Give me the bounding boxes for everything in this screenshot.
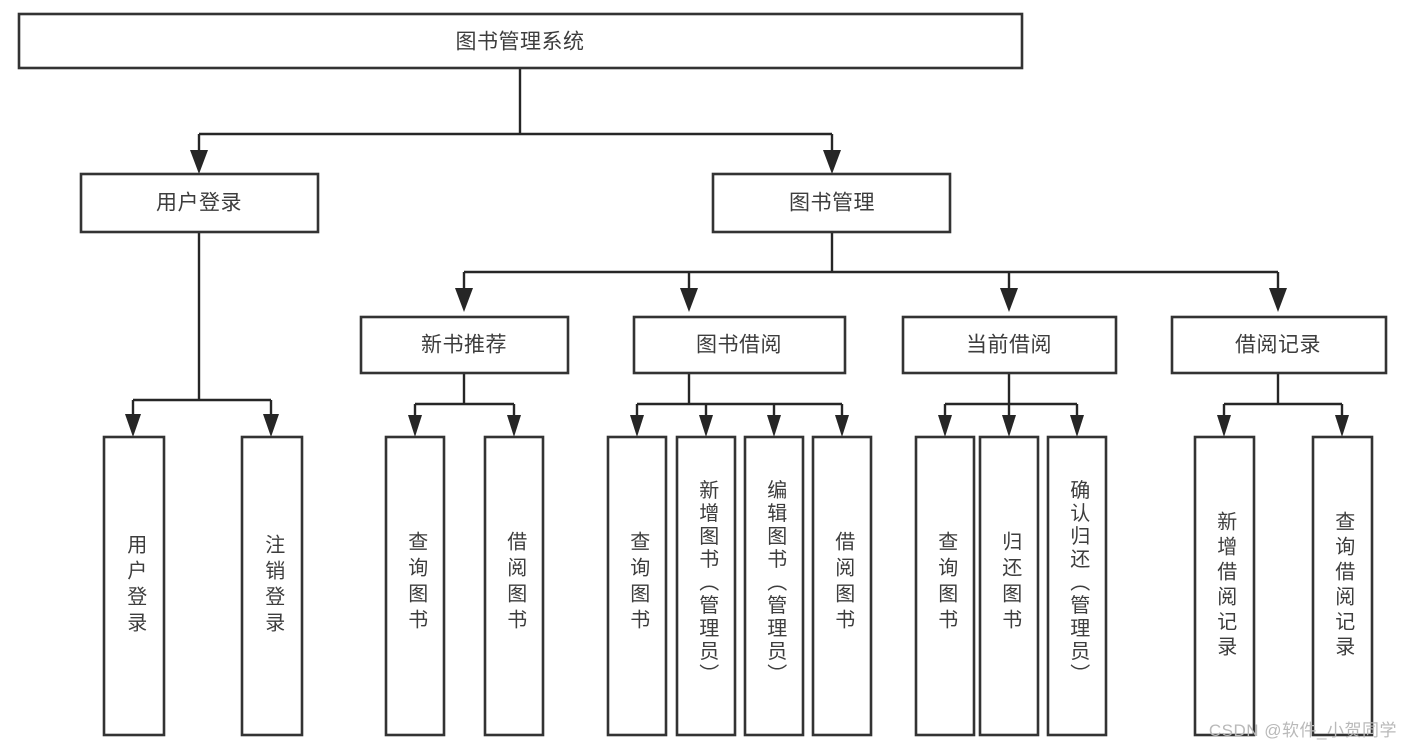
node-leaf-user-login-label: 用户登录 <box>124 534 147 638</box>
node-leaf-logout-box[interactable] <box>240 435 304 737</box>
node-leaf-logout-label: 注销登录 <box>262 534 285 638</box>
node-leaf-query-book-2[interactable]: 查询图书 <box>606 435 668 737</box>
arrowhead-leaf-logout <box>263 414 279 437</box>
connector-root-trunk <box>197 68 834 156</box>
arrowhead-user-login <box>190 150 208 174</box>
connector-borrow-record-trunk <box>1222 373 1344 420</box>
node-leaf-add-book-label: 新增图书（管理员） <box>696 479 719 686</box>
node-leaf-borrow-book-2[interactable]: 借阅图书 <box>811 435 873 737</box>
node-leaf-edit-book-label: 编辑图书（管理员） <box>764 479 787 686</box>
connector-user-login-trunk <box>131 232 273 420</box>
arrowhead-leaf-query-record <box>1335 415 1349 437</box>
connector-book-borrow-trunk <box>635 373 844 420</box>
node-leaf-confirm-return-box[interactable] <box>1046 435 1108 737</box>
node-user-login-label: 用户登录 <box>156 192 242 215</box>
node-book-manage[interactable]: 图书管理 <box>711 172 952 234</box>
node-borrow-record-label: 借阅记录 <box>1235 334 1321 357</box>
arrowhead-leaf-edit-book <box>767 415 781 437</box>
node-leaf-query-book-2-label: 查询图书 <box>627 531 650 635</box>
node-leaf-edit-book[interactable]: 编辑图书（管理员） <box>743 435 805 737</box>
arrowhead-new-book-rec <box>455 288 473 312</box>
node-leaf-add-record-label: 新增借阅记录 <box>1214 511 1237 661</box>
node-current-borrow-box[interactable] <box>901 315 1118 375</box>
node-leaf-logout[interactable]: 注销登录 <box>240 435 304 737</box>
arrowhead-current-borrow <box>1000 288 1018 312</box>
node-book-borrow-box[interactable] <box>632 315 847 375</box>
node-user-login[interactable]: 用户登录 <box>79 172 320 234</box>
node-leaf-query-record[interactable]: 查询借阅记录 <box>1311 435 1374 737</box>
node-leaf-query-book-3-label: 查询图书 <box>935 531 958 635</box>
node-leaf-confirm-return[interactable]: 确认归还（管理员） <box>1046 435 1108 737</box>
arrowhead-leaf-query-book-1 <box>408 415 422 437</box>
arrowhead-leaf-user-login <box>125 414 141 437</box>
csdn-watermark: CSDN @软件_小贺同学 <box>1208 721 1397 740</box>
arrowhead-leaf-borrow-book-2 <box>835 415 849 437</box>
connector-book-manage-trunk <box>462 232 1280 292</box>
node-leaf-borrow-book-2-label: 借阅图书 <box>832 531 855 635</box>
node-leaf-add-book[interactable]: 新增图书（管理员） <box>675 435 737 737</box>
arrowhead-leaf-confirm-return <box>1070 415 1084 437</box>
node-root[interactable]: 图书管理系统 <box>17 12 1024 70</box>
arrowhead-leaf-borrow-book-1 <box>507 415 521 437</box>
node-leaf-borrow-book-1-label: 借阅图书 <box>504 531 527 635</box>
node-leaf-user-login-box[interactable] <box>102 435 166 737</box>
node-leaf-add-record[interactable]: 新增借阅记录 <box>1193 435 1256 737</box>
arrowhead-leaf-query-book-2 <box>630 415 644 437</box>
node-new-book-rec[interactable]: 新书推荐 <box>359 315 570 375</box>
node-book-borrow-label: 图书借阅 <box>696 334 782 357</box>
node-new-book-rec-box[interactable] <box>359 315 570 375</box>
arrowhead-leaf-add-book <box>699 415 713 437</box>
node-book-manage-label: 图书管理 <box>789 192 875 215</box>
node-book-borrow[interactable]: 图书借阅 <box>632 315 847 375</box>
arrowhead-leaf-return-book <box>1002 415 1016 437</box>
node-leaf-borrow-book-2-box[interactable] <box>811 435 873 737</box>
connector-group <box>125 68 1349 437</box>
arrowhead-book-borrow <box>680 288 698 312</box>
node-borrow-record[interactable]: 借阅记录 <box>1170 315 1388 375</box>
arrowhead-leaf-query-book-3 <box>938 415 952 437</box>
node-leaf-borrow-book-1-box[interactable] <box>483 435 545 737</box>
node-leaf-user-login[interactable]: 用户登录 <box>102 435 166 737</box>
node-root-label: 图书管理系统 <box>456 31 585 54</box>
arrowhead-book-manage <box>823 150 841 174</box>
connector-new-book-rec-trunk <box>413 373 516 420</box>
node-book-manage-box[interactable] <box>711 172 952 234</box>
node-leaf-confirm-return-label: 确认归还（管理员） <box>1067 479 1090 686</box>
node-leaf-query-book-1[interactable]: 查询图书 <box>384 435 446 737</box>
node-root-box[interactable] <box>17 12 1024 70</box>
node-leaf-return-book[interactable]: 归还图书 <box>978 435 1040 737</box>
node-new-book-rec-label: 新书推荐 <box>421 334 507 357</box>
node-leaf-query-record-box[interactable] <box>1311 435 1374 737</box>
arrowhead-borrow-record <box>1269 288 1287 312</box>
node-leaf-query-book-2-box[interactable] <box>606 435 668 737</box>
node-leaf-query-book-1-box[interactable] <box>384 435 446 737</box>
node-current-borrow[interactable]: 当前借阅 <box>901 315 1118 375</box>
node-leaf-add-book-box[interactable] <box>675 435 737 737</box>
node-leaf-query-record-label: 查询借阅记录 <box>1332 511 1355 661</box>
node-leaf-add-record-box[interactable] <box>1193 435 1256 737</box>
node-leaf-borrow-book-1[interactable]: 借阅图书 <box>483 435 545 737</box>
node-leaf-query-book-1-label: 查询图书 <box>405 531 428 635</box>
node-leaf-query-book-3[interactable]: 查询图书 <box>914 435 976 737</box>
node-user-login-box[interactable] <box>79 172 320 234</box>
node-current-borrow-label: 当前借阅 <box>966 334 1052 357</box>
node-leaf-return-book-box[interactable] <box>978 435 1040 737</box>
node-leaf-query-book-3-box[interactable] <box>914 435 976 737</box>
arrowhead-leaf-add-record <box>1217 415 1231 437</box>
connector-current-borrow-trunk <box>943 373 1079 420</box>
node-leaf-edit-book-box[interactable] <box>743 435 805 737</box>
node-borrow-record-box[interactable] <box>1170 315 1388 375</box>
node-leaf-return-book-label: 归还图书 <box>999 531 1022 635</box>
